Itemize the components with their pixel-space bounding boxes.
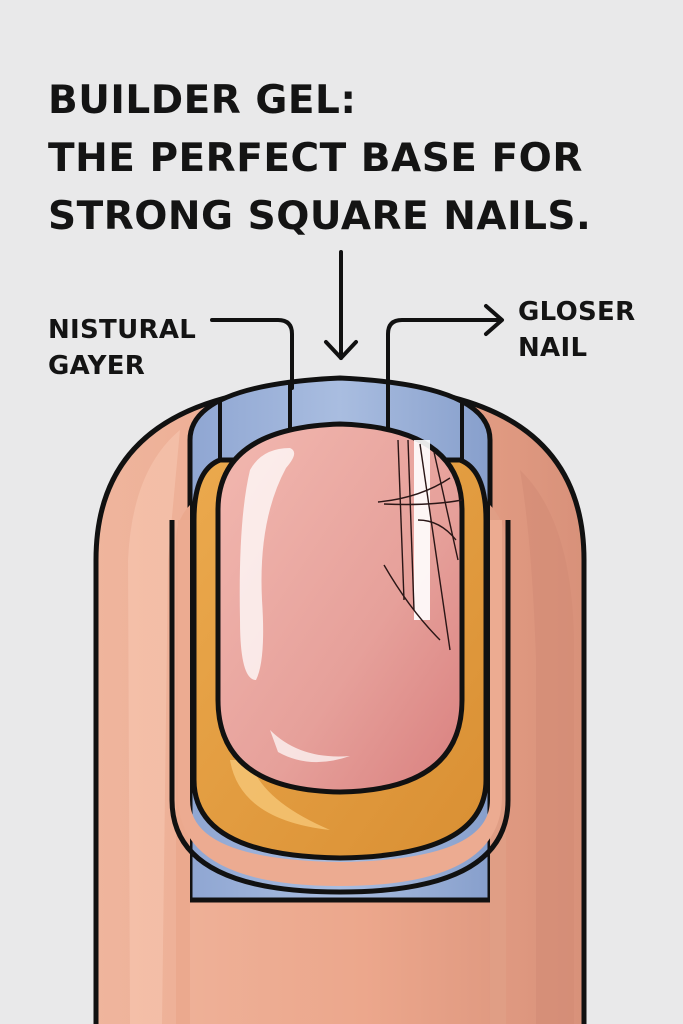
- center-arrow-head: [324, 340, 358, 360]
- title-line-3: STRONG SQUARE NAILS.: [48, 194, 592, 239]
- left-callout-label: NISTURAL GAYER: [48, 312, 196, 384]
- crack-lines: [377, 439, 463, 651]
- skin-band: [178, 520, 502, 886]
- left-callout-line-2: GAYER: [48, 351, 146, 381]
- right-callout-arrowhead: [484, 304, 504, 336]
- nail-glare-bottom: [270, 730, 350, 763]
- nail-glare: [239, 448, 295, 680]
- title-line-1: BUILDER GEL:: [48, 78, 357, 123]
- nail-outline-ring: [169, 520, 511, 895]
- page-title: BUILDER GEL: THE PERFECT BASE FOR STRONG…: [48, 72, 648, 246]
- finger-highlight: [128, 430, 180, 1024]
- right-callout-line: [386, 318, 502, 392]
- finger-side-shadow: [520, 470, 574, 1024]
- callout-arrows: [210, 250, 504, 392]
- title-line-2: THE PERFECT BASE FOR: [48, 136, 583, 181]
- left-callout-line-1: NISTURAL: [48, 315, 197, 345]
- right-callout-line-1: GLOSER: [518, 297, 636, 327]
- nail-shine-bar: [414, 440, 430, 620]
- amber-highlight: [230, 760, 330, 830]
- right-callout-line-2: NAIL: [518, 333, 588, 363]
- left-callout-line: [210, 318, 294, 390]
- right-callout-label: GLOSER NAIL: [518, 294, 635, 366]
